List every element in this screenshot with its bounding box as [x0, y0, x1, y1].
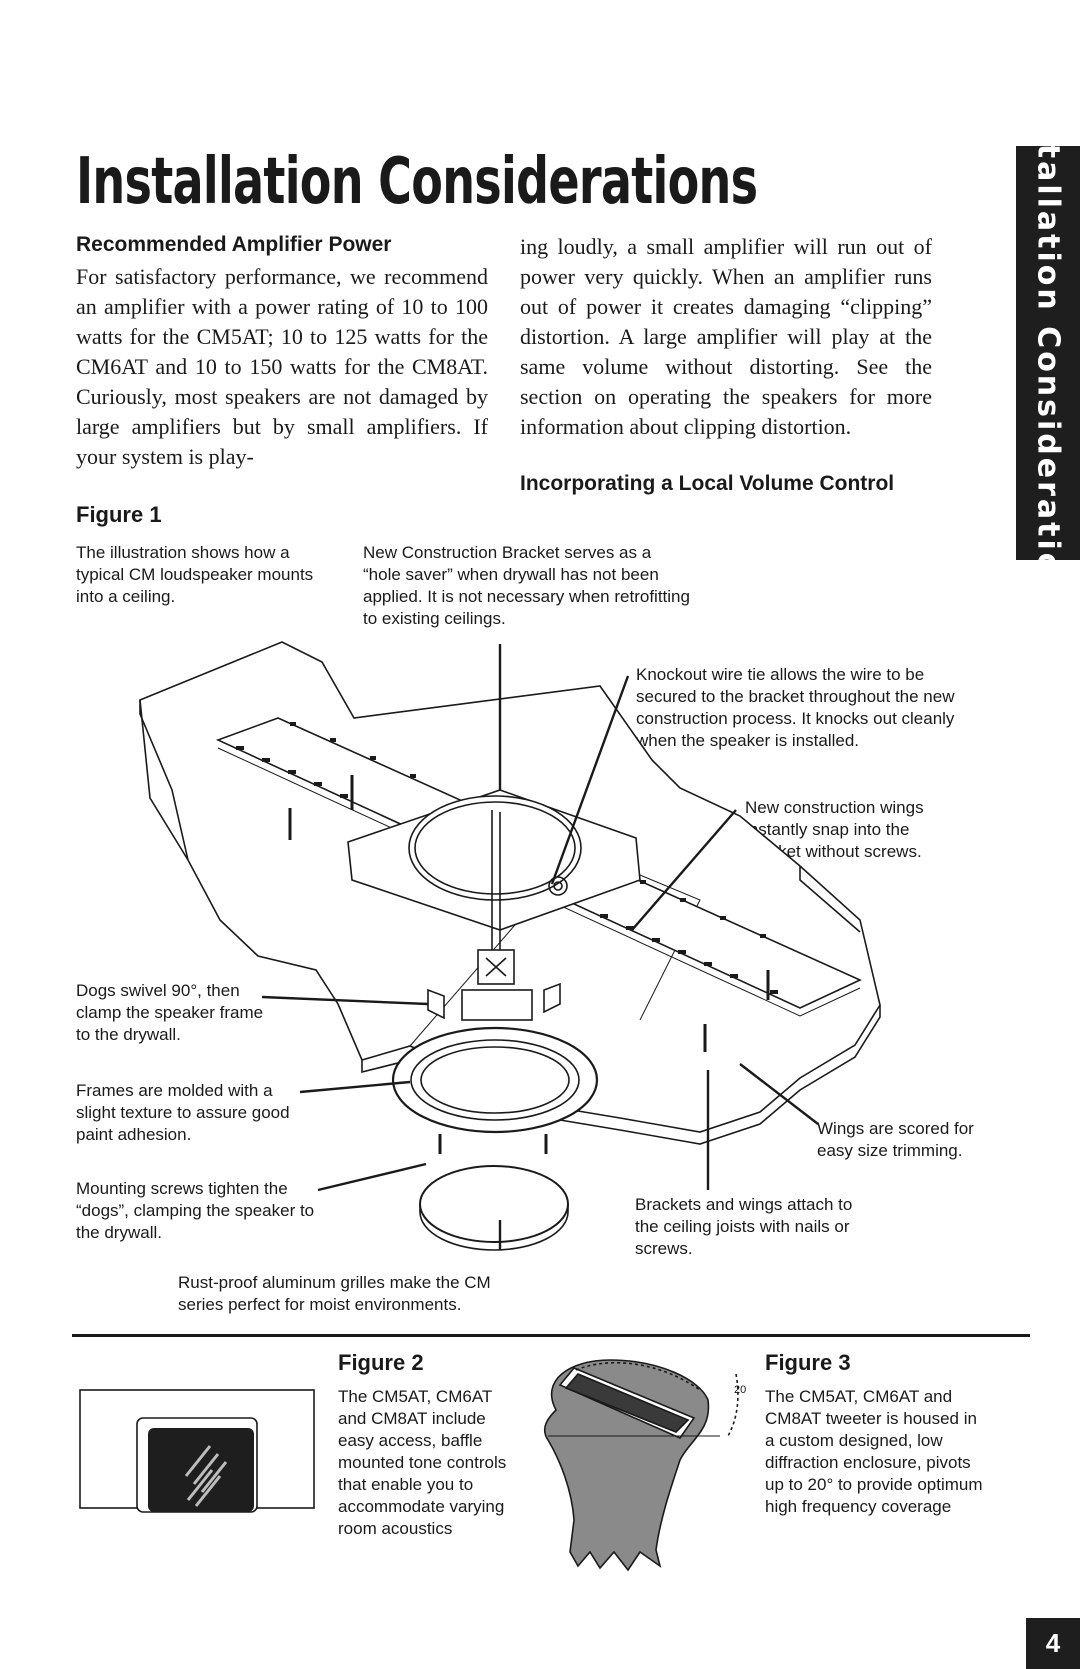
- figure1-caption: The illustration shows how a typical CM …: [76, 543, 314, 606]
- section-divider: [72, 1334, 1030, 1337]
- callout-bracket: New Construction Bracket serves as a “ho…: [363, 543, 690, 628]
- figure3-angle-label: 20: [734, 1384, 747, 1396]
- amplifier-power-text-col2: ing loudly, a small amplifier will run o…: [520, 234, 932, 439]
- callout-knockout: Knockout wire tie allows the wire to be …: [636, 665, 955, 750]
- callout-dogs: Dogs swivel 90°, then clamp the speaker …: [76, 981, 264, 1044]
- amplifier-power-heading: Recommended Amplifier Power: [76, 233, 392, 256]
- side-tab: Installation Considerations: [1016, 146, 1080, 560]
- figure3-caption: The CM5AT, CM6AT and CM8AT tweeter is ho…: [765, 1387, 983, 1516]
- callout-screws: Mounting screws tighten the “dogs”, clam…: [76, 1179, 315, 1242]
- figure3-title: Figure 3: [765, 1350, 851, 1375]
- amplifier-power-text-col1: For satisfactory performance, we recomme…: [76, 264, 488, 469]
- page-number: 4: [1026, 1618, 1080, 1669]
- page-title: Installation Considerations: [76, 145, 758, 219]
- callout-frames: Frames are molded with a slight texture …: [76, 1081, 290, 1144]
- bracket-holes: [236, 722, 778, 994]
- leader-lines: [261, 644, 819, 1250]
- figure2-title: Figure 2: [338, 1350, 424, 1375]
- callout-scored: Wings are scored for easy size trimming.: [817, 1119, 974, 1160]
- figure1-title: Figure 1: [76, 502, 162, 527]
- callout-joists: Brackets and wings attach to the ceiling…: [635, 1195, 853, 1258]
- volume-control-heading: Incorporating a Local Volume Control: [520, 472, 895, 495]
- callout-grilles: Rust-proof aluminum grilles make the CM …: [178, 1273, 491, 1314]
- figure2-caption: The CM5AT, CM6AT and CM8AT include easy …: [338, 1387, 507, 1538]
